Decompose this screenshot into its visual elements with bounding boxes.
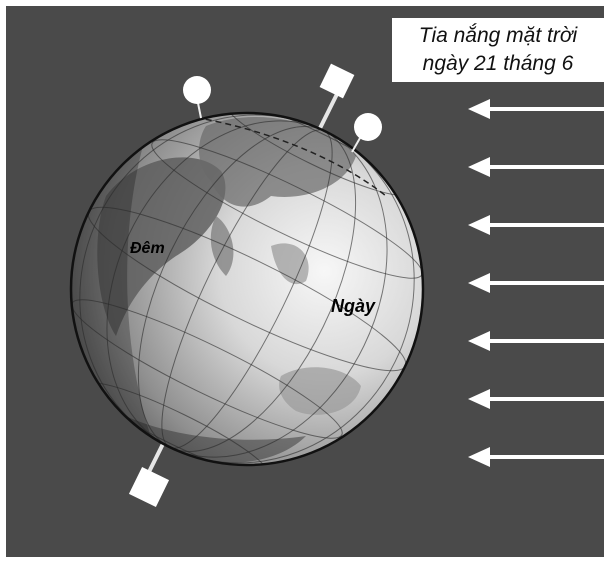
title-line-1: Tia nắng mặt trời — [419, 22, 577, 50]
sun-ray-arrow — [468, 273, 604, 293]
day-label: Ngày — [331, 296, 375, 317]
title-box: Tia nắng mặt trời ngày 21 tháng 6 — [392, 18, 604, 82]
night-label: Đêm — [130, 240, 165, 258]
sun-ray-arrow — [468, 389, 604, 409]
sun-ray-arrow — [468, 215, 604, 235]
circle-marker-right — [352, 113, 382, 152]
title-line-2: ngày 21 tháng 6 — [423, 50, 574, 78]
earth-scene — [6, 6, 604, 557]
pole-marker-south — [129, 467, 169, 507]
diagram-frame: Tia nắng mặt trời ngày 21 tháng 6 Đêm Ng… — [6, 6, 604, 557]
sun-ray-arrow — [468, 99, 604, 119]
pole-marker-north — [320, 64, 355, 99]
sun-ray-arrow — [468, 447, 604, 467]
sun-ray-arrow — [468, 331, 604, 351]
earth-globe — [22, 58, 473, 519]
sun-ray-arrow — [468, 157, 604, 177]
circle-marker-left — [183, 76, 211, 118]
sun-rays — [468, 99, 604, 467]
